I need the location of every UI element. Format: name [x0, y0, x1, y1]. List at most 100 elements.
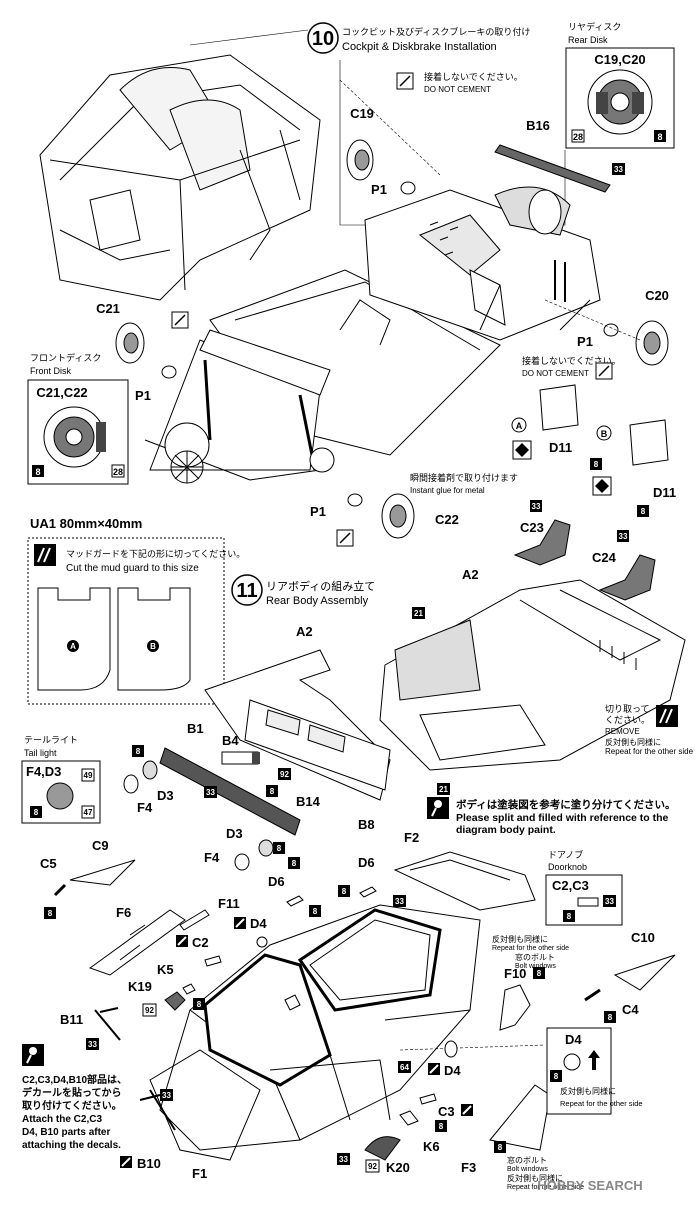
step10-badge [307, 22, 339, 54]
num-92-b4: 92 [280, 770, 289, 779]
no-cement-en-right: DO NOT CEMENT [522, 369, 589, 378]
label-c20: C20 [645, 288, 669, 303]
paint-jp: ボディは塗装図を参考に塗り分けてください。 [456, 798, 675, 811]
num-21-b: 21 [439, 785, 448, 794]
ua1-jp: マッドガードを下記の形に切ってください。 [66, 548, 245, 559]
engine-bay-drawing [364, 186, 601, 341]
glue-jp: 瞬間接着剤で取り付けます [410, 472, 518, 483]
label-b16: B16 [526, 118, 550, 133]
label-b14: B14 [296, 794, 321, 809]
step10-title-jp: コックピット及びディスクブレーキの取り付け [342, 26, 530, 37]
rear-disk-num-b: 8 [657, 132, 662, 142]
num-33-b16: 33 [614, 165, 623, 174]
num-8-d6b: 8 [313, 907, 318, 916]
num-8-c5: 8 [48, 909, 53, 918]
doorknob-num-a: 8 [567, 912, 572, 921]
rear-disk-num-a: 28 [573, 132, 583, 142]
ua1-en: Cut the mud guard to this size [66, 563, 199, 574]
d4-box-jp: 反対側も同様に [560, 1086, 616, 1096]
f2-hood: F2 [393, 830, 536, 911]
c20-disk: C20 P1 接着しないでください。 DO NOT CEMENT [522, 288, 669, 380]
num-8-tl-left: 8 [136, 747, 141, 756]
label-c4: C4 [622, 1002, 639, 1017]
d4-box-part: D4 [565, 1032, 582, 1047]
decal-note: C2,C3,D4,B10部品は、 デカールを貼ってから 取り付けてください。 A… [22, 1044, 127, 1151]
bolt-jp-a: 窓のボルト [515, 952, 555, 962]
label-p1-bottom: P1 [310, 504, 326, 519]
b14-spoiler: 33 B14 [159, 747, 321, 836]
step11-title-en: Rear Body Assembly [266, 595, 369, 607]
step10-title-en: Cockpit & Diskbrake Installation [342, 41, 497, 53]
num-92-k19: 92 [145, 1006, 154, 1015]
front-disk-title-jp: フロントディスク [30, 352, 101, 363]
label-k5: K5 [157, 962, 174, 977]
step11-header: 11 リアボディの組み立て Rear Body Assembly [231, 574, 375, 607]
label-f1: F1 [192, 1166, 207, 1181]
front-disk-title-en: Front Disk [30, 366, 72, 376]
label-c21: C21 [96, 301, 120, 316]
num-8-b4: 8 [270, 787, 275, 796]
label-c22: C22 [435, 512, 459, 527]
step10-header: 10 コックピット及びディスクブレーキの取り付け Cockpit & Diskb… [307, 22, 530, 54]
decal-en3: attaching the decals. [22, 1140, 121, 1151]
num-8-d6a: 8 [342, 887, 347, 896]
doorknob-title-en: Doorknob [548, 862, 587, 872]
tail-light-left: 8 F4 D3 [123, 745, 174, 815]
repeat-jp-f3: 反対側も同様に [507, 1173, 563, 1183]
d4-box-en: Repeat for the other side [560, 1099, 643, 1108]
glue-en: Instant glue for metal [410, 486, 485, 495]
c21-disk: C21 P1 [96, 301, 189, 403]
num-8-f4-right: 8 [292, 859, 297, 868]
decal-jp2: デカールを貼ってから [22, 1086, 122, 1099]
tail-light-num-b: 8 [34, 808, 39, 817]
label-b4: B4 [222, 733, 239, 748]
label-f2: F2 [404, 830, 419, 845]
b10-f1: 33 B10 F1 [120, 1089, 207, 1181]
label-d3-left: D3 [157, 788, 174, 803]
label-p1-left: P1 [135, 388, 151, 403]
bolt-en-b: Bolt windows [507, 1166, 548, 1173]
label-b10: B10 [137, 1156, 161, 1171]
c22-disk: P1 C22 [310, 493, 459, 547]
label-c24: C24 [592, 550, 617, 565]
step11-number: 11 [236, 580, 257, 602]
label-d6-a: D6 [358, 855, 375, 870]
num-33-b11: 33 [88, 1040, 97, 1049]
bolt-jp-b: 窓のボルト [507, 1155, 547, 1165]
watermark: HOBBY SEARCH [537, 1178, 642, 1193]
repeat-en-a2: Repeat for the other side [605, 747, 694, 756]
label-d4-b: D4 [444, 1063, 461, 1078]
tail-light-num-c: 47 [84, 808, 93, 817]
repeat-en-f3: Repeat for the other side [507, 1184, 584, 1191]
a2-rear-body-right: A2 21 21 切り取って ください。 REMOVE 反対側も同様に Repe… [379, 567, 694, 795]
num-64: 64 [400, 1063, 409, 1072]
bolt-en-a: Bolt windows [515, 963, 556, 970]
label-f4-right: F4 [204, 850, 220, 865]
label-c5: C5 [40, 856, 57, 871]
label-k6: K6 [423, 1139, 440, 1154]
circle-a-1: A [516, 421, 523, 431]
label-k20: K20 [386, 1160, 410, 1175]
decal-jp1: C2,C3,D4,B10部品は、 [22, 1073, 127, 1086]
num-8-c4: 8 [608, 1013, 613, 1022]
rear-disk-parts: C19,C20 [594, 52, 645, 67]
front-disk-num-b: 28 [113, 467, 123, 477]
a2-rear-panel: A2 B1 B4 92 8 B8 [187, 624, 391, 832]
num-33-d6: 33 [395, 897, 404, 906]
remove-jp: 切り取って [605, 704, 650, 714]
label-d3-right: D3 [226, 826, 243, 841]
decal-en1: Attach the C2,C3 [22, 1114, 102, 1125]
tail-light-title-jp: テールライト [24, 735, 78, 745]
label-d4-a: D4 [250, 916, 267, 931]
decal-en2: D4, B10 parts after [22, 1127, 110, 1138]
doorknob-num-b: 33 [605, 897, 614, 906]
front-disk-num-a: 8 [35, 467, 40, 477]
num-21-a: 21 [414, 609, 423, 618]
remove-jp2: ください。 [605, 715, 650, 725]
d4-box: D4 8 反対側も同様に Repeat for the other side [546, 1027, 643, 1115]
front-disk-box: フロントディスク Front Disk C21,C22 8 28 [27, 352, 129, 485]
ua1-title: UA1 80mm×40mm [30, 516, 142, 531]
label-p1-right: P1 [577, 334, 593, 349]
num-33-b14: 33 [206, 788, 215, 797]
